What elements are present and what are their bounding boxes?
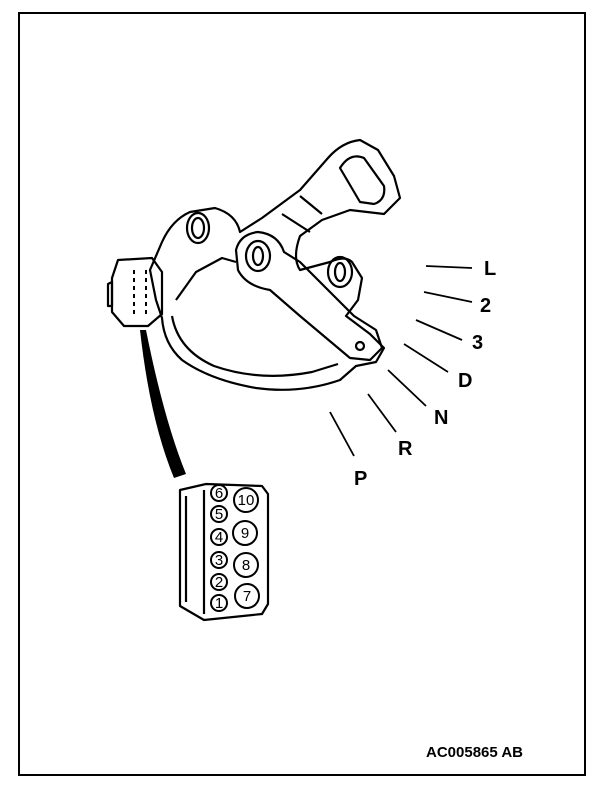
pin-circle-10 [233, 487, 259, 513]
position-mark-d [403, 343, 449, 373]
pin-number-7: 7 [243, 588, 251, 605]
position-label-n: N [434, 407, 448, 429]
pin-circle-5 [210, 505, 228, 523]
pin-circle-9 [232, 520, 258, 546]
position-mark-r [367, 393, 397, 433]
position-marks [329, 265, 473, 457]
position-label-2: 2 [480, 295, 491, 317]
connector-leader [140, 330, 186, 478]
body-connector-pins [133, 270, 147, 314]
pin-number-9: 9 [241, 525, 249, 542]
position-mark-3 [415, 319, 463, 341]
connector-pin-circles: 1 2 3 4 5 6 7 8 9 10 [210, 484, 260, 612]
diagram-frame [18, 12, 586, 776]
position-mark-p [329, 411, 355, 457]
pin-number-5: 5 [215, 506, 223, 523]
pin-number-6: 6 [215, 485, 223, 502]
pin-number-8: 8 [242, 557, 250, 574]
pin-number-2: 2 [215, 574, 223, 591]
pin-number-10: 10 [238, 492, 255, 509]
position-label-l: L [484, 258, 496, 280]
position-label-d: D [458, 370, 472, 392]
position-label-p: P [354, 468, 367, 490]
pin-circle-2 [210, 573, 228, 591]
pin-circle-8 [233, 552, 259, 578]
position-mark-2 [423, 291, 473, 303]
pin-circle-1 [210, 594, 228, 612]
position-label-3: 3 [472, 332, 483, 354]
connector-enlarged [178, 482, 270, 622]
pin-number-3: 3 [215, 552, 223, 569]
pin-circle-7 [234, 583, 260, 609]
pin-circle-4 [210, 528, 228, 546]
position-mark-n [387, 369, 427, 407]
pin-number-4: 4 [215, 529, 223, 546]
pin-number-1: 1 [215, 595, 223, 612]
figure-code: AC005865 AB [426, 744, 523, 761]
pin-circle-6 [210, 484, 228, 502]
position-label-r: R [398, 438, 413, 460]
pin-circle-3 [210, 551, 228, 569]
position-mark-l [425, 265, 473, 269]
switch-body [106, 138, 402, 391]
